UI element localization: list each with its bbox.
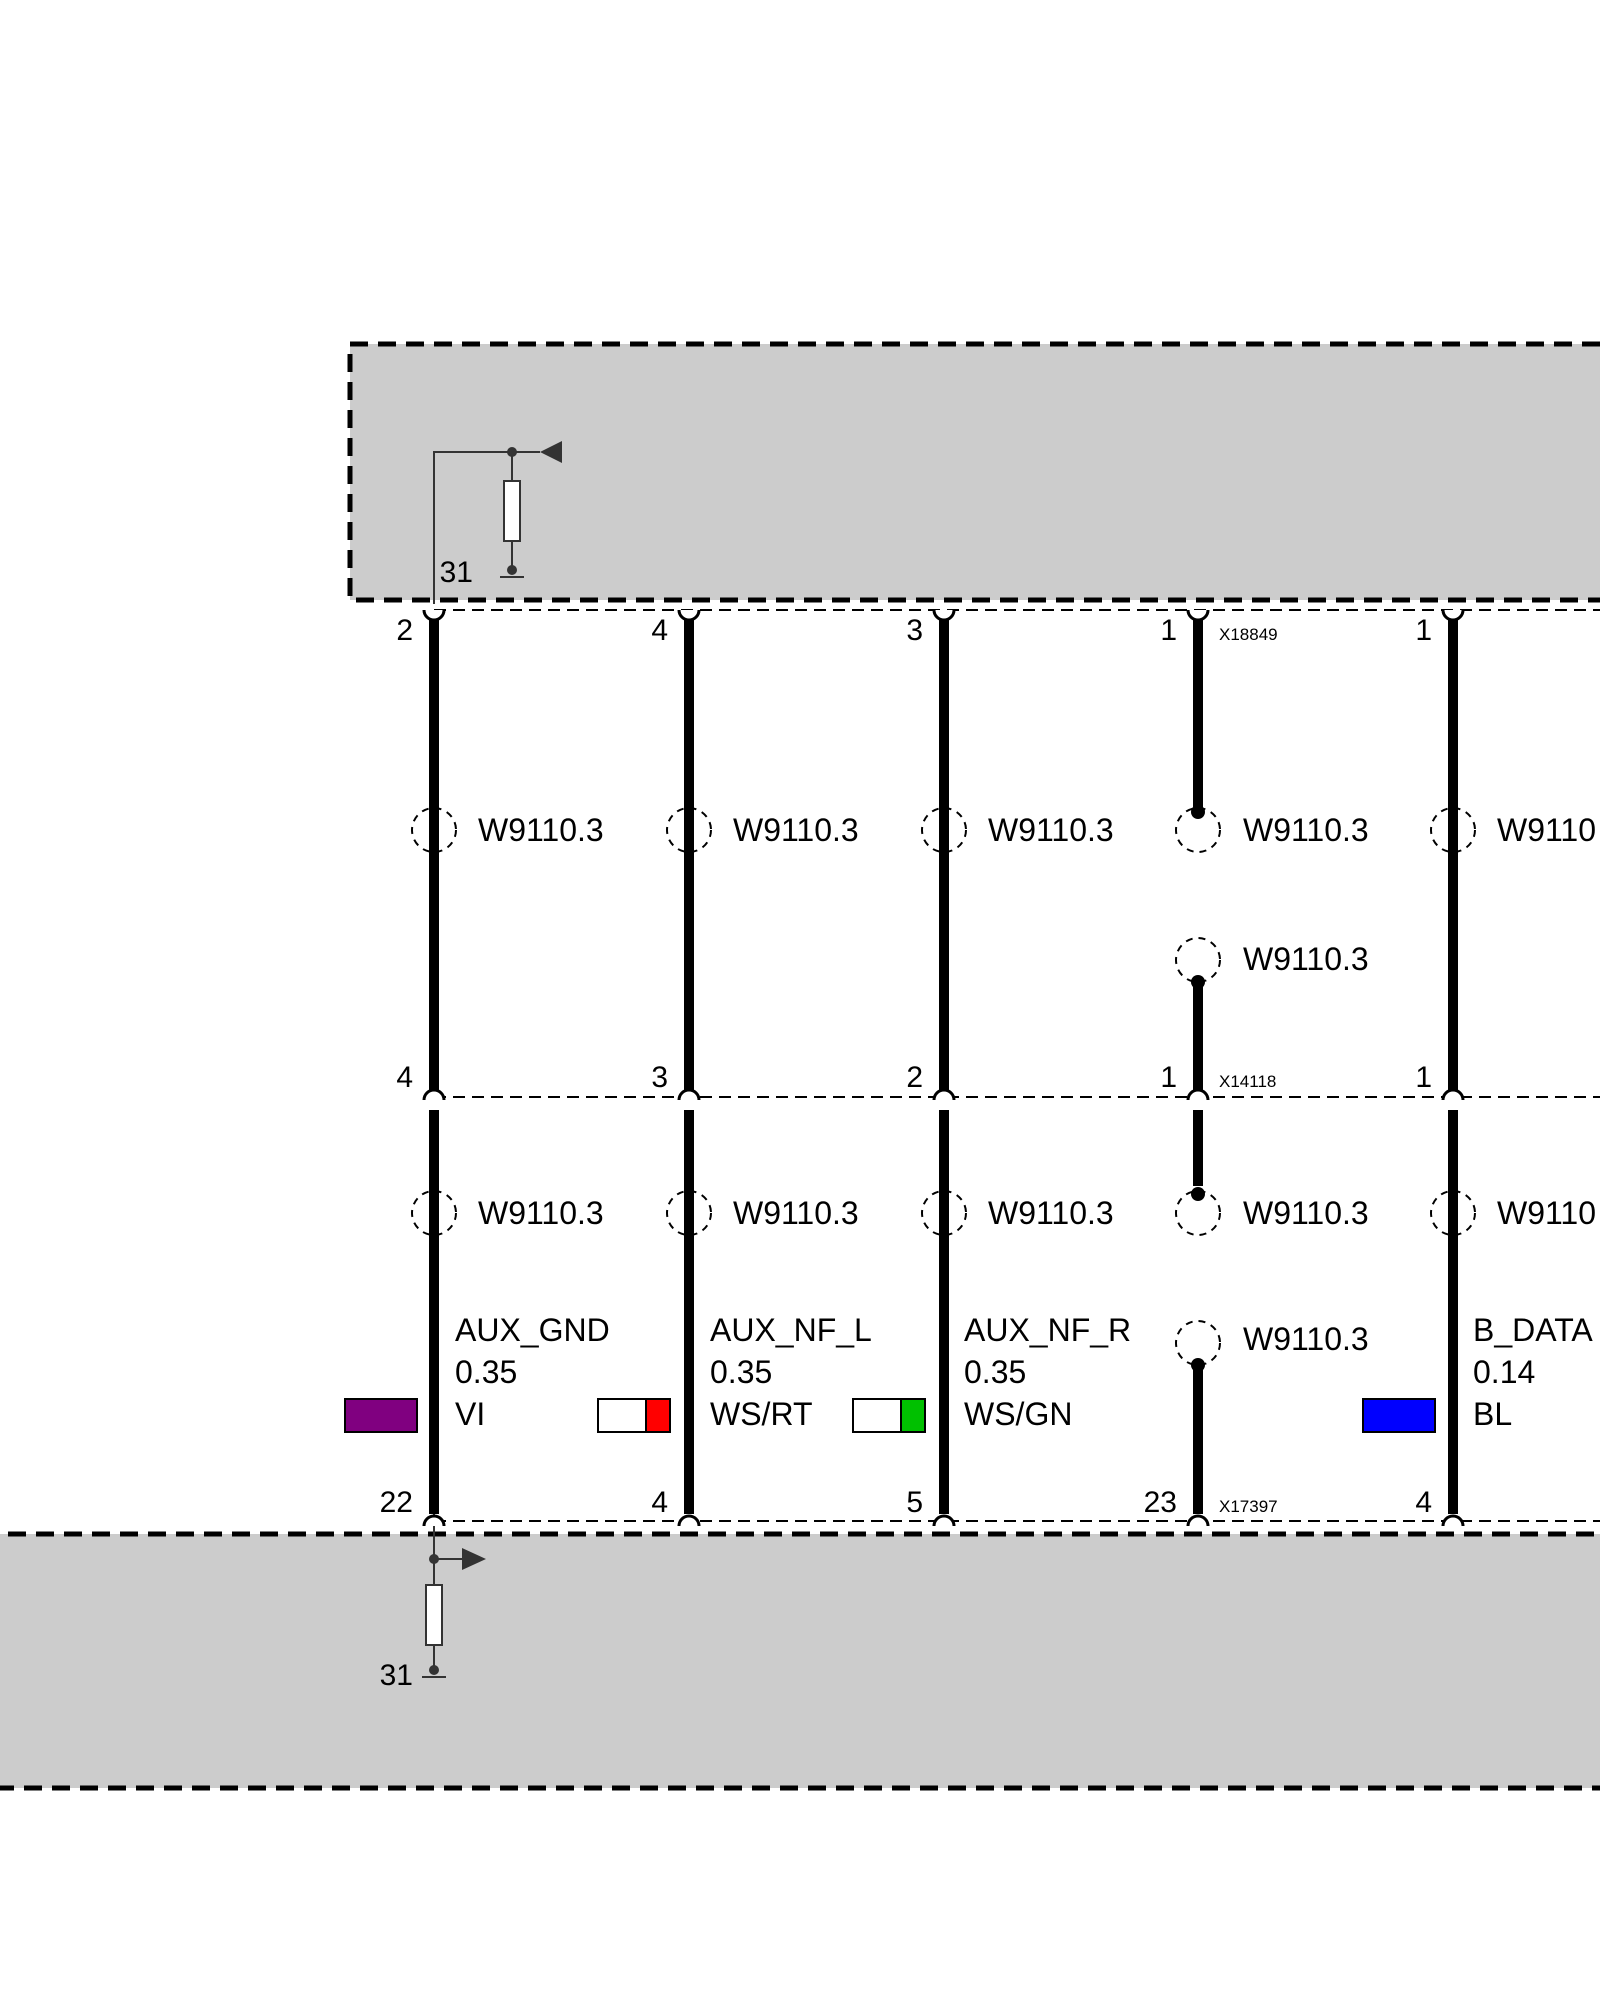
pin-lower: 5 [906, 1486, 923, 1519]
upper-ground-label: 31 [440, 556, 473, 589]
pin-lower: 4 [1415, 1486, 1432, 1519]
wire-signal: B_DATA [1473, 1312, 1593, 1348]
shield-marker [1175, 937, 1221, 983]
wire-size: 0.14 [1473, 1354, 1535, 1390]
wire-aux-gnd: W9110.3 W9110.3 2 4 22 AUX_GND 0.35 VI [344, 609, 610, 1527]
shield-label: W9110.3 [733, 812, 859, 848]
wire-signal: AUX_NF_R [964, 1312, 1131, 1348]
pin-lower: 22 [380, 1486, 413, 1519]
shield-marker [411, 807, 457, 853]
wire-b-data: W9110 W9110 1 1 4 B_DATA 0.14 BL [1362, 609, 1596, 1527]
shield-marker [1430, 1190, 1476, 1236]
pin-middle: 1 [1160, 1061, 1177, 1094]
shield-marker [1175, 1190, 1221, 1236]
shield-label: W9110.3 [1243, 1195, 1369, 1231]
pin-lower: 4 [651, 1486, 668, 1519]
shield-marker [921, 1190, 967, 1236]
wire-signal: AUX_GND [455, 1312, 610, 1348]
wire-end-dot [1191, 1187, 1205, 1201]
wire-size: 0.35 [455, 1354, 517, 1390]
shield-label: W9110.3 [478, 812, 604, 848]
wire-aux-nf-r: W9110.3 W9110.3 3 2 5 AUX_NF_R 0.35 WS/G… [852, 609, 1131, 1527]
upper-ground-symbol [433, 441, 562, 604]
color-swatch [344, 1398, 418, 1433]
upper-connector-id: X18849 [1219, 625, 1278, 644]
pin-upper: 1 [1160, 614, 1177, 647]
shield-marker [411, 1190, 457, 1236]
upper-module: 31 [347, 341, 1600, 604]
middle-connector-id: X14118 [1219, 1072, 1276, 1091]
pin-upper: 2 [396, 614, 413, 647]
color-swatch-stripe [645, 1398, 671, 1433]
wire-size: 0.35 [710, 1354, 772, 1390]
wire-4: W9110.3 W9110.3 W9110.3 W9110.3 1 1 23 [1144, 609, 1369, 1527]
shield-label: W9110.3 [988, 812, 1114, 848]
shield-label: W9110.3 [1243, 941, 1369, 977]
lower-connector-id: X17397 [1219, 1497, 1278, 1516]
wire-color-code: BL [1473, 1396, 1512, 1432]
pin-upper: 4 [651, 614, 668, 647]
color-swatch [1362, 1398, 1436, 1433]
lower-module: 31 [0, 1514, 1600, 1791]
lower-module-box [0, 1531, 1600, 1791]
shield-label: W9110.3 [733, 1195, 859, 1231]
wire-color-code: WS/RT [710, 1396, 813, 1432]
shield-marker [1175, 807, 1221, 853]
pin-middle: 4 [396, 1061, 413, 1094]
shield-marker [1175, 1320, 1221, 1366]
color-swatch-stripe [900, 1398, 926, 1433]
wire-color-code: VI [455, 1396, 485, 1432]
wire-color-code: WS/GN [964, 1396, 1072, 1432]
shield-label: W9110 [1497, 1195, 1596, 1231]
shield-label: W9110 [1497, 812, 1596, 848]
lower-ground-label: 31 [380, 1659, 413, 1692]
shield-label: W9110.3 [988, 1195, 1114, 1231]
wire-size: 0.35 [964, 1354, 1026, 1390]
shield-label: W9110.3 [1243, 1321, 1369, 1357]
wire-end-dot [1191, 805, 1205, 819]
pin-upper: 1 [1415, 614, 1432, 647]
wire-signal: AUX_NF_L [710, 1312, 872, 1348]
pin-middle: 1 [1415, 1061, 1432, 1094]
shield-label: W9110.3 [478, 1195, 604, 1231]
pin-middle: 2 [906, 1061, 923, 1094]
shield-marker [666, 807, 712, 853]
pin-upper: 3 [906, 614, 923, 647]
shield-label: W9110.3 [1243, 812, 1369, 848]
pin-middle: 3 [651, 1061, 668, 1094]
shield-marker [666, 1190, 712, 1236]
upper-module-box [347, 341, 1600, 603]
shield-marker [921, 807, 967, 853]
wire-aux-nf-l: W9110.3 W9110.3 4 3 4 AUX_NF_L 0.35 WS/R… [597, 609, 872, 1527]
pin-lower: 23 [1144, 1486, 1177, 1519]
shield-marker [1430, 807, 1476, 853]
